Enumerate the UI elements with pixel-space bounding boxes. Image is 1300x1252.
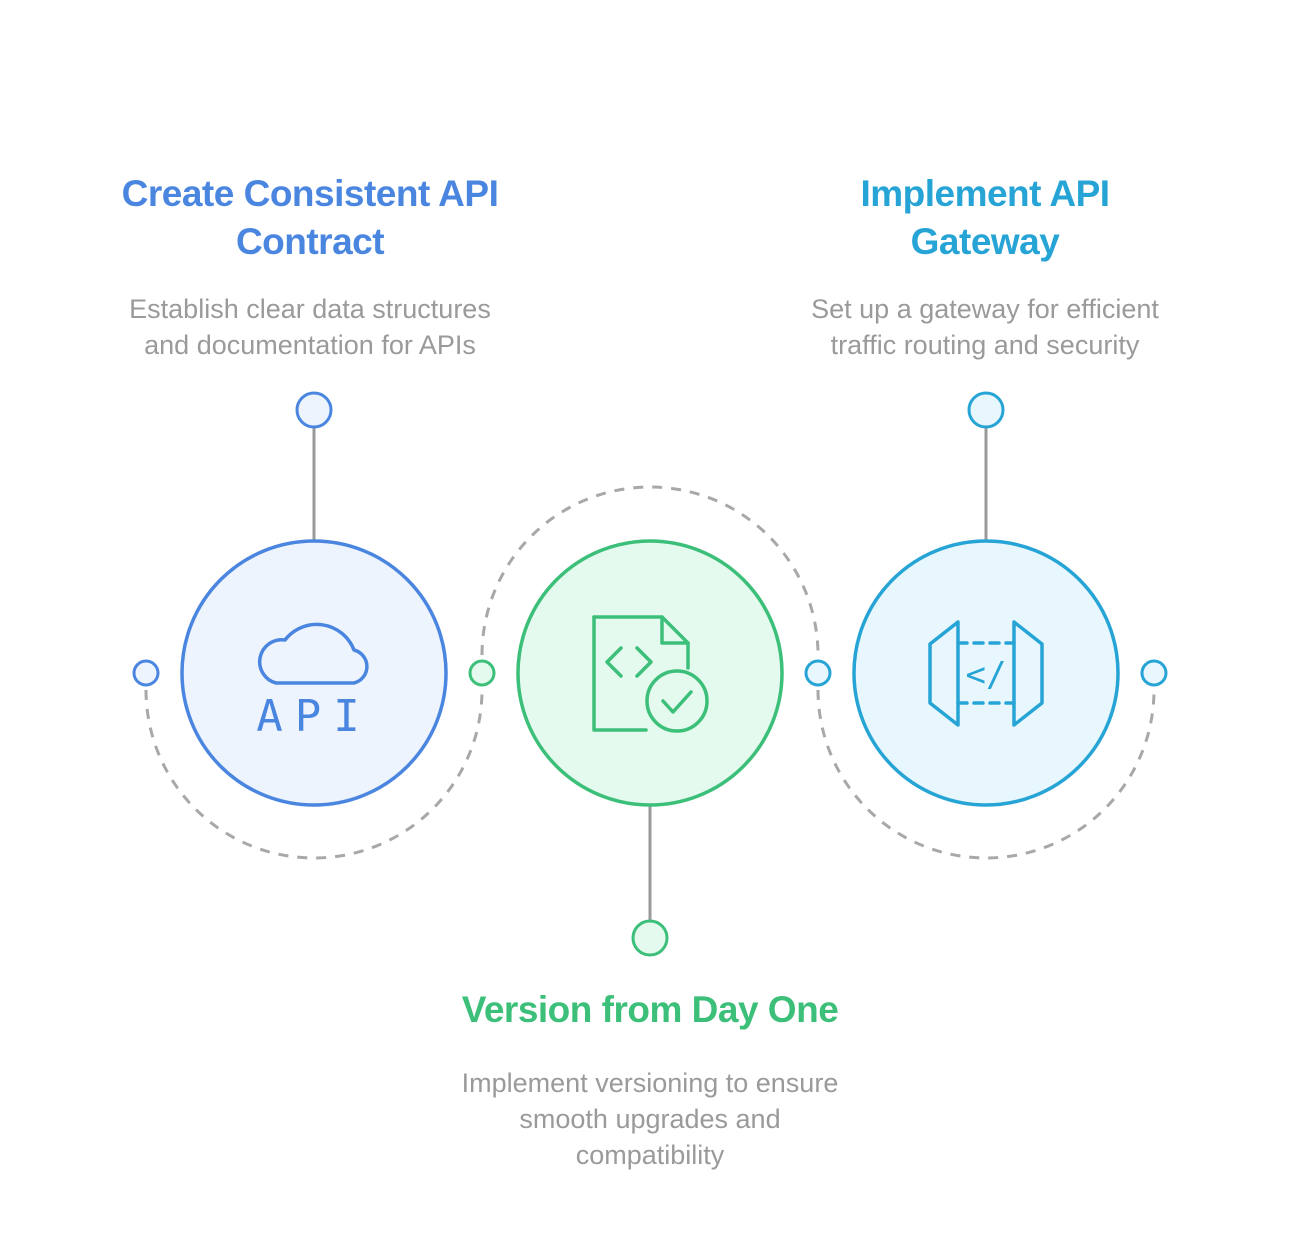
step-3-circle [516,539,784,807]
gateway-code-icon: </ [928,620,1044,727]
step-3-title-line-1: Version from Day One [461,989,839,1030]
step-1-circle [180,539,448,807]
step-1-description-line-1: Establish clear data structures [129,294,491,324]
cloud-api-icon-text: API [256,691,371,742]
step-3-description-line-2: smooth upgrades and [519,1104,781,1134]
step-3-title: Version from Day One [400,986,900,1034]
step-2-circle [852,539,1120,807]
step-1-description-line-2: and documentation for APIs [144,330,476,360]
end-dot-step-1 [295,391,333,429]
step-3-description-line-1: Implement versioning to ensure [461,1068,839,1098]
code-file-check-icon [592,615,709,733]
connectors [312,427,988,920]
step-2-title-line-1: Implement API [860,173,1110,214]
step-3-description-line-3: compatibility [575,1140,725,1170]
step-2-description: Set up a gateway for efficient traffic r… [755,291,1215,363]
step-2-description-line-1: Set up a gateway for efficient [811,294,1159,324]
cloud-api-icon: API [256,622,371,742]
side-dot-right [1140,659,1168,687]
end-dot-step-2 [967,391,1005,429]
end-dot-step-3 [631,919,669,957]
dashed-arc-middle [480,485,820,656]
step-1-title-line-2: Contract [235,221,385,262]
step-2-title: Implement API Gateway [755,170,1215,266]
side-dot-left [132,659,160,687]
step-1-title: Create Consistent API Contract [80,170,540,266]
side-dots [132,659,1168,687]
dashed-arcs [144,485,1156,860]
step-2-title-line-2: Gateway [910,221,1060,262]
dashed-arc-right [816,689,1156,860]
side-dot-mid-right [804,659,832,687]
dashed-arc-left [144,689,484,860]
step-3-description: Implement versioning to ensure smooth up… [415,1065,885,1173]
side-dot-mid-left [468,659,496,687]
step-2-description-line-2: traffic routing and security [830,330,1140,360]
step-1-title-line-1: Create Consistent API [121,173,499,214]
step-1-description: Establish clear data structures and docu… [80,291,540,363]
gateway-code-icon-text: </ [966,655,1007,695]
